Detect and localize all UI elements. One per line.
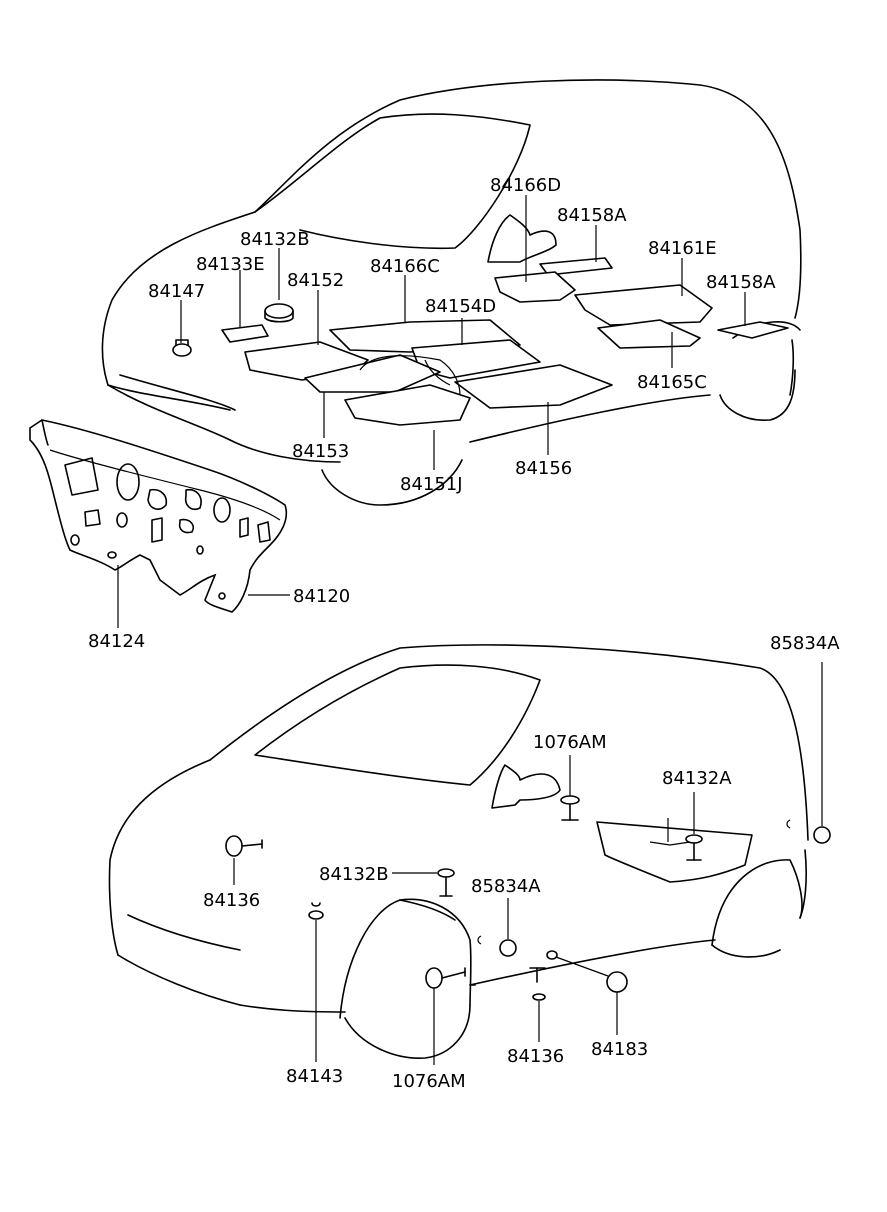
label-1076AM-upper: 1076AM xyxy=(533,732,607,753)
label-1076AM-lower: 1076AM xyxy=(392,1071,466,1092)
top-part-labels: 84166D 84158A 84132B 84161E 84133E 84166… xyxy=(148,175,776,495)
label-85834A-right: 85834A xyxy=(770,633,840,654)
label-84136-left: 84136 xyxy=(203,890,260,911)
bottom-leader-lines xyxy=(233,662,823,1065)
label-84147: 84147 xyxy=(148,281,205,302)
label-84133E: 84133E xyxy=(196,254,265,275)
label-84151J: 84151J xyxy=(400,474,463,495)
label-84154D: 84154D xyxy=(425,296,496,317)
label-85834A-middle: 85834A xyxy=(471,876,541,897)
label-84153: 84153 xyxy=(292,441,349,462)
label-84158A-upper: 84158A xyxy=(557,205,627,226)
label-84156: 84156 xyxy=(515,458,572,479)
top-vehicle-outline xyxy=(101,79,802,506)
label-84166D: 84166D xyxy=(490,175,561,196)
dash-leader-lines xyxy=(117,565,290,628)
label-84124: 84124 xyxy=(88,631,145,652)
label-84183: 84183 xyxy=(591,1039,648,1060)
label-84166C: 84166C xyxy=(370,256,440,277)
label-84132B-bottom: 84132B xyxy=(319,864,389,885)
bottom-part-labels: 85834A 1076AM 84132A 84136 84132B 85834A… xyxy=(203,633,840,1092)
dash-insulator-panel xyxy=(29,419,288,613)
label-84132A: 84132A xyxy=(662,768,732,789)
bottom-part-shapes xyxy=(225,795,831,1001)
top-interior-pads xyxy=(172,214,789,426)
label-84143: 84143 xyxy=(286,1066,343,1087)
label-84132B-top: 84132B xyxy=(240,229,310,250)
label-84161E: 84161E xyxy=(648,238,717,259)
label-84120: 84120 xyxy=(293,586,350,607)
bottom-vehicle-outline xyxy=(108,644,809,1059)
top-leader-lines xyxy=(180,195,746,470)
label-84158A-right: 84158A xyxy=(706,272,776,293)
label-84152: 84152 xyxy=(287,270,344,291)
label-84165C: 84165C xyxy=(637,372,707,393)
label-84136-lower: 84136 xyxy=(507,1046,564,1067)
